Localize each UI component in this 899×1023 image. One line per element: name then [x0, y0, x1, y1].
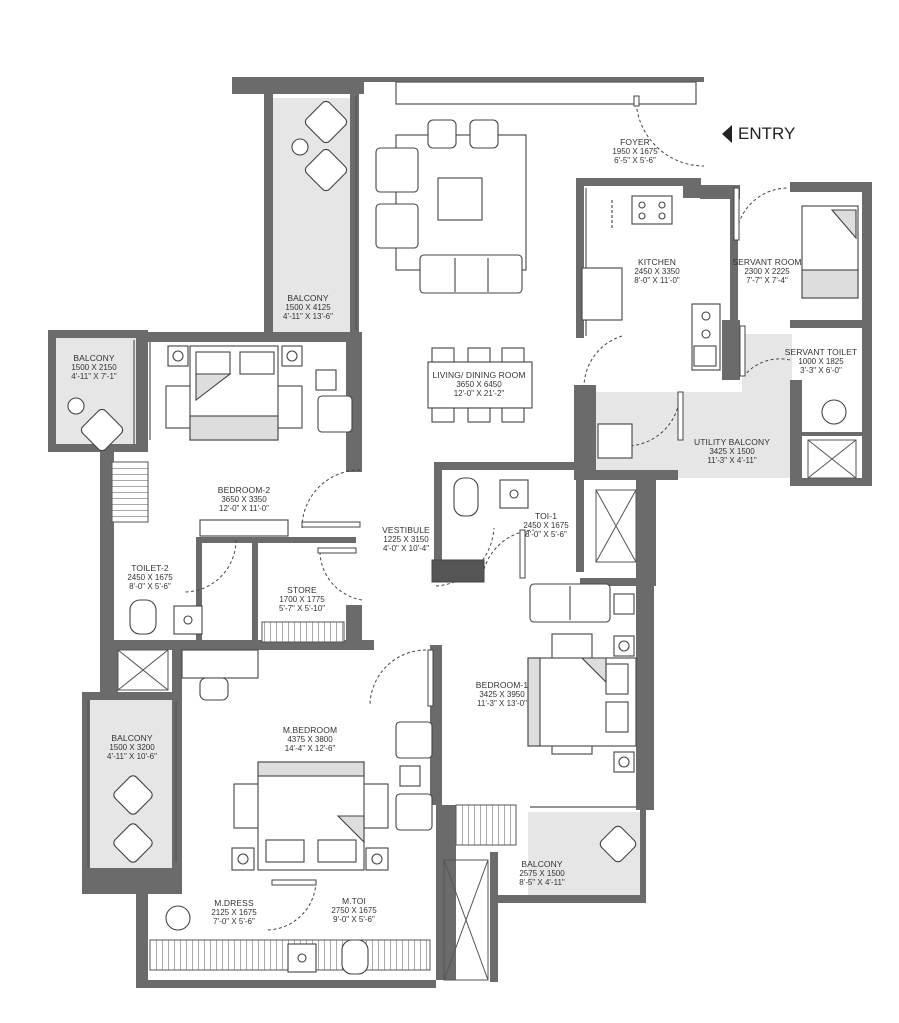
kitchen-furniture [581, 195, 859, 459]
walls [48, 77, 872, 988]
toilet-fixtures [129, 477, 529, 975]
entry-label: ENTRY [738, 124, 796, 143]
bedroom2-furniture [67, 345, 353, 537]
living-furniture [291, 100, 533, 423]
door-leaves [271, 95, 746, 886]
arrow-left-icon [722, 125, 732, 143]
master-furniture [113, 649, 433, 931]
entry-marker: ENTRY [722, 124, 795, 144]
wall-lines [87, 81, 697, 868]
bedroom1-furniture [527, 583, 637, 863]
